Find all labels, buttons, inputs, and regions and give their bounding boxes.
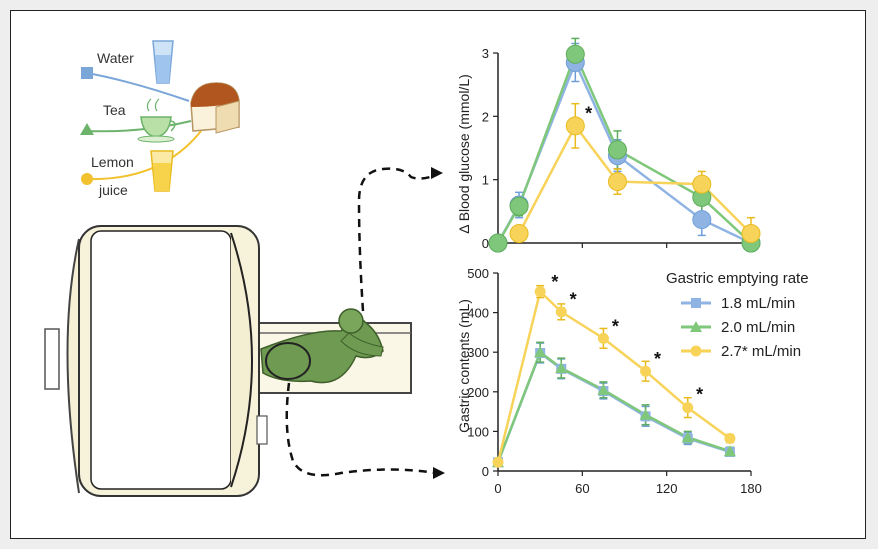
data-point — [607, 172, 627, 192]
legend-marker — [691, 298, 701, 308]
y-tick-label: 500 — [467, 266, 489, 281]
data-point — [692, 174, 712, 194]
legend-title: Gastric emptying rate — [666, 270, 809, 287]
data-point — [534, 346, 547, 358]
data-point — [640, 365, 652, 377]
y-tick-label: 200 — [467, 385, 489, 400]
data-point — [639, 408, 652, 420]
figure-canvas: Water Tea Lemon juice Δ Blood glucose (m… — [44, 37, 809, 497]
y-tick-label: 0 — [482, 464, 489, 479]
data-point — [597, 332, 609, 344]
dashed-arrows — [285, 167, 445, 479]
lemon-juice-glass-icon — [150, 150, 174, 192]
data-point — [565, 44, 585, 64]
tea-marker — [80, 123, 94, 135]
y-tick-label: 300 — [467, 345, 489, 360]
data-point — [723, 445, 736, 457]
y-tick-label: 0 — [482, 236, 489, 251]
legend-entry: 2.0 mL/min — [721, 319, 795, 336]
data-point — [724, 433, 736, 445]
significance-star: * — [551, 272, 558, 292]
significance-star: * — [570, 289, 577, 309]
tea-cup-icon — [137, 98, 176, 143]
bread-icon — [190, 82, 240, 134]
x-tick-label: 120 — [656, 481, 678, 496]
y-tick-label: 400 — [467, 306, 489, 321]
tea-label: Tea — [103, 102, 126, 118]
legend-entry: 1.8 mL/min — [721, 295, 795, 312]
subject-figure — [260, 308, 384, 384]
significance-star: * — [696, 385, 703, 405]
x-tick-label: 60 — [575, 481, 589, 496]
data-point — [534, 286, 546, 298]
data-point — [492, 456, 504, 468]
data-point — [565, 116, 585, 136]
significance-star: * — [612, 316, 619, 336]
x-tick-label: 0 — [494, 481, 501, 496]
water-label: Water — [97, 50, 134, 66]
data-point — [607, 140, 627, 160]
arrow-to-gastric-chart — [285, 382, 437, 477]
drink-diagram: Water Tea Lemon juice — [80, 40, 240, 198]
significance-star: * — [654, 349, 661, 369]
water-marker — [81, 67, 93, 79]
data-point — [682, 402, 694, 414]
arrow-head-icon — [431, 167, 443, 179]
arrow-head-icon — [433, 467, 445, 479]
x-tick-label: 180 — [740, 481, 762, 496]
lemon-label: Lemon — [91, 154, 134, 170]
data-point — [488, 233, 508, 253]
data-point — [509, 224, 529, 243]
mri-scanner-illustration — [44, 225, 412, 497]
legend-marker — [690, 345, 702, 357]
y-tick-label: 2 — [482, 109, 489, 124]
juice-label: juice — [98, 182, 128, 198]
glucose-y-axis-label: Δ Blood glucose (mmol/L) — [456, 74, 472, 234]
y-tick-label: 3 — [482, 46, 489, 61]
y-tick-label: 1 — [482, 173, 489, 188]
figure-frame: Water Tea Lemon juice Δ Blood glucose (m… — [10, 10, 866, 539]
data-point — [597, 383, 610, 395]
blood-glucose-chart: Δ Blood glucose (mmol/L) 0 1 2 3 * — [456, 37, 761, 253]
legend-entry: 2.7* mL/min — [721, 343, 801, 360]
data-point — [741, 224, 761, 243]
scanner-handle — [44, 328, 60, 390]
data-point — [555, 362, 568, 374]
arrow-to-glucose-chart — [357, 167, 437, 312]
legend-marker — [690, 321, 702, 332]
stomach-outline — [265, 342, 311, 380]
gastric-y-axis-label: Gastric contents (mL) — [456, 299, 472, 433]
gastric-contents-chart: Gastric contents (mL) Gastric emptying r… — [456, 266, 809, 496]
data-point — [509, 196, 529, 216]
series-line — [517, 123, 752, 235]
data-point — [681, 431, 694, 443]
data-point — [692, 210, 712, 230]
data-point — [555, 306, 567, 318]
lemon-juice-marker — [81, 173, 93, 185]
y-tick-label: 100 — [467, 424, 489, 439]
water-glass-icon — [152, 40, 174, 84]
series-line — [496, 350, 731, 463]
significance-star: * — [585, 104, 592, 124]
